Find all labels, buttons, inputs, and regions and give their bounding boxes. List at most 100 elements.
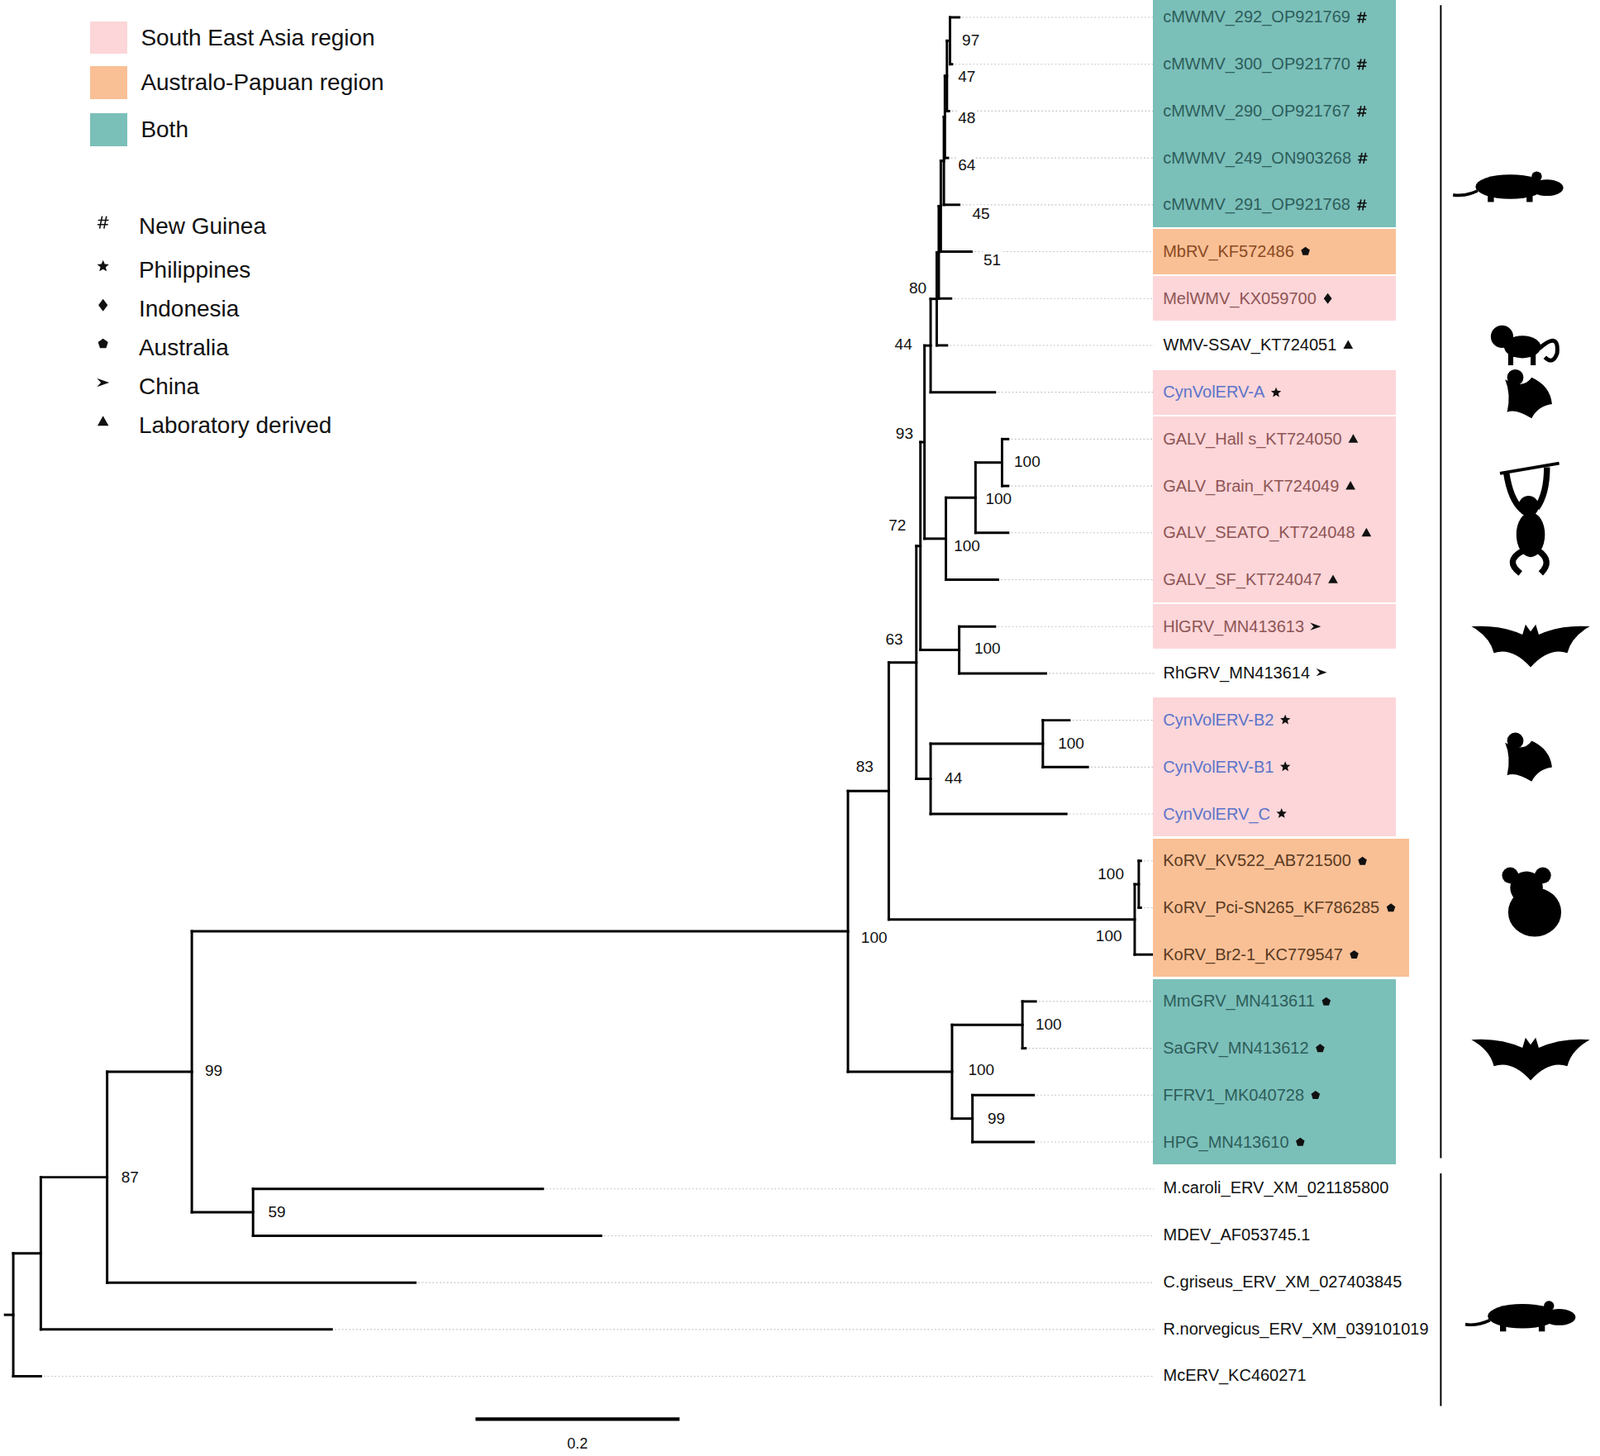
bootstrap-value: 44 bbox=[943, 769, 963, 788]
taxon-label: GALV_Hall s_KT724050 bbox=[1162, 429, 1342, 449]
bootstrap-value: 44 bbox=[894, 335, 914, 354]
leader-line bbox=[955, 63, 1155, 65]
leader-line bbox=[1011, 532, 1155, 534]
taxon-label: cMWMV_292_OP921769 bbox=[1162, 7, 1351, 27]
colugo-silhouette bbox=[1504, 369, 1553, 419]
taxon-label: cMWMV_291_OP921768 bbox=[1162, 195, 1351, 215]
leader-line bbox=[1038, 1000, 1155, 1002]
tree-branch bbox=[938, 297, 952, 300]
bootstrap-value: 45 bbox=[971, 204, 991, 224]
leader-line bbox=[951, 157, 1155, 159]
origin-symbol bbox=[1361, 528, 1372, 537]
origin-symbol bbox=[1386, 903, 1396, 912]
legend-text: Philippines bbox=[138, 257, 251, 284]
origin-symbol bbox=[1357, 58, 1367, 70]
clade-box: CynVolERV-B2CynVolERV-B1CynVolERV_C bbox=[1152, 697, 1396, 837]
tree-branch bbox=[972, 1094, 1034, 1097]
host-bracket bbox=[1439, 1173, 1442, 1407]
clade-box: MbRV_KF572486 bbox=[1152, 228, 1396, 274]
taxon-label: CynVolERV-B1 bbox=[1162, 757, 1274, 777]
taxon-label: R.norvegicus_ERV_XM_039101019 bbox=[1163, 1319, 1429, 1339]
tree-branch bbox=[950, 16, 960, 20]
host-silhouettes bbox=[1452, 171, 1590, 1332]
legend-symbol bbox=[96, 378, 110, 388]
legend-symbol bbox=[97, 415, 110, 426]
colugo-silhouette bbox=[1504, 733, 1553, 782]
taxon-label: MbRV_KF572486 bbox=[1162, 242, 1295, 262]
tree-branch bbox=[974, 462, 977, 534]
tree-branch bbox=[1137, 861, 1140, 909]
tree-branch bbox=[252, 1187, 543, 1191]
legend-text: Australo-Papuan region bbox=[140, 69, 384, 96]
legend-text: Australia bbox=[138, 334, 229, 362]
tree-branch bbox=[252, 1234, 601, 1238]
leader-line bbox=[961, 204, 1154, 205]
origin-symbol bbox=[1280, 714, 1291, 725]
legend-text: South East Asia region bbox=[140, 24, 375, 52]
leader-line bbox=[604, 1235, 1155, 1237]
koala-silhouette bbox=[1501, 866, 1562, 937]
origin-symbol bbox=[1358, 856, 1368, 865]
bootstrap-value: 100 bbox=[1096, 865, 1125, 884]
host-bracket bbox=[1439, 4, 1442, 1158]
bootstrap-value: 63 bbox=[884, 630, 904, 649]
taxon-label: MelWMV_KX059700 bbox=[1162, 289, 1317, 309]
taxon-label: C.griseus_ERV_XM_027403845 bbox=[1163, 1271, 1403, 1291]
leader-line bbox=[1028, 1047, 1155, 1049]
tree-branch bbox=[191, 930, 848, 934]
bootstrap-value: 93 bbox=[895, 424, 915, 443]
tree-branch bbox=[39, 1177, 43, 1330]
legend-symbol bbox=[98, 299, 108, 312]
bootstrap-value: 100 bbox=[952, 537, 981, 556]
legend-swatch bbox=[90, 21, 129, 55]
tree-branch bbox=[946, 578, 999, 581]
tree-branch bbox=[888, 918, 1135, 921]
tree-branch bbox=[887, 662, 891, 920]
tree-branch bbox=[952, 1117, 973, 1120]
tree-branch bbox=[847, 790, 889, 793]
tree-branch bbox=[923, 345, 926, 539]
tree-branch bbox=[971, 1095, 974, 1143]
tree-branch bbox=[930, 742, 1043, 746]
legend-text: Both bbox=[140, 116, 189, 143]
leader-line bbox=[1072, 719, 1155, 721]
tree-branch bbox=[920, 648, 960, 652]
leader-line bbox=[1036, 1095, 1154, 1096]
tree-branch bbox=[930, 390, 996, 394]
bootstrap-value: 97 bbox=[961, 31, 981, 50]
tree-branch bbox=[959, 671, 1047, 675]
tree-branch bbox=[1042, 719, 1070, 722]
tree-branch bbox=[191, 1211, 253, 1215]
tree-branch bbox=[190, 931, 194, 1213]
leader-line bbox=[961, 16, 1154, 18]
bootstrap-value: 83 bbox=[855, 758, 875, 777]
scale-label: 0.2 bbox=[566, 1435, 588, 1453]
leader-line bbox=[1069, 813, 1154, 815]
tree-branch bbox=[975, 461, 1002, 464]
tree-branch bbox=[1134, 953, 1153, 957]
clade-box: HlGRV_MN413613 bbox=[1152, 604, 1396, 649]
leader-line bbox=[1036, 1141, 1154, 1143]
clade-box: cMWMV_292_OP921769cMWMV_300_OP921770cMWM… bbox=[1152, 0, 1396, 228]
taxon-label: RhGRV_MN413614 bbox=[1163, 662, 1311, 682]
bootstrap-value: 59 bbox=[266, 1203, 286, 1222]
tree-branch bbox=[916, 777, 931, 781]
tree-branch bbox=[1022, 1000, 1036, 1003]
clade-box: KoRV_KV522_AB721500KoRV_Pci-SN265_KF7862… bbox=[1152, 838, 1410, 978]
tree-branch bbox=[959, 625, 996, 629]
tree-branch bbox=[930, 813, 1067, 816]
origin-symbol bbox=[1301, 247, 1311, 256]
origin-symbol bbox=[1276, 809, 1287, 820]
origin-symbol bbox=[1342, 339, 1353, 348]
bootstrap-value: 100 bbox=[984, 490, 1013, 509]
origin-symbol bbox=[1328, 575, 1339, 584]
origin-symbol bbox=[1357, 199, 1367, 210]
legend-text: China bbox=[138, 373, 200, 400]
tree-branch bbox=[847, 1070, 953, 1073]
tree-branch bbox=[919, 442, 922, 651]
tree-branch bbox=[105, 1071, 109, 1283]
taxon-label: cMWMV_290_OP921767 bbox=[1162, 101, 1351, 121]
bootstrap-value: 100 bbox=[973, 639, 1002, 658]
monkey-silhouette bbox=[1490, 325, 1558, 366]
